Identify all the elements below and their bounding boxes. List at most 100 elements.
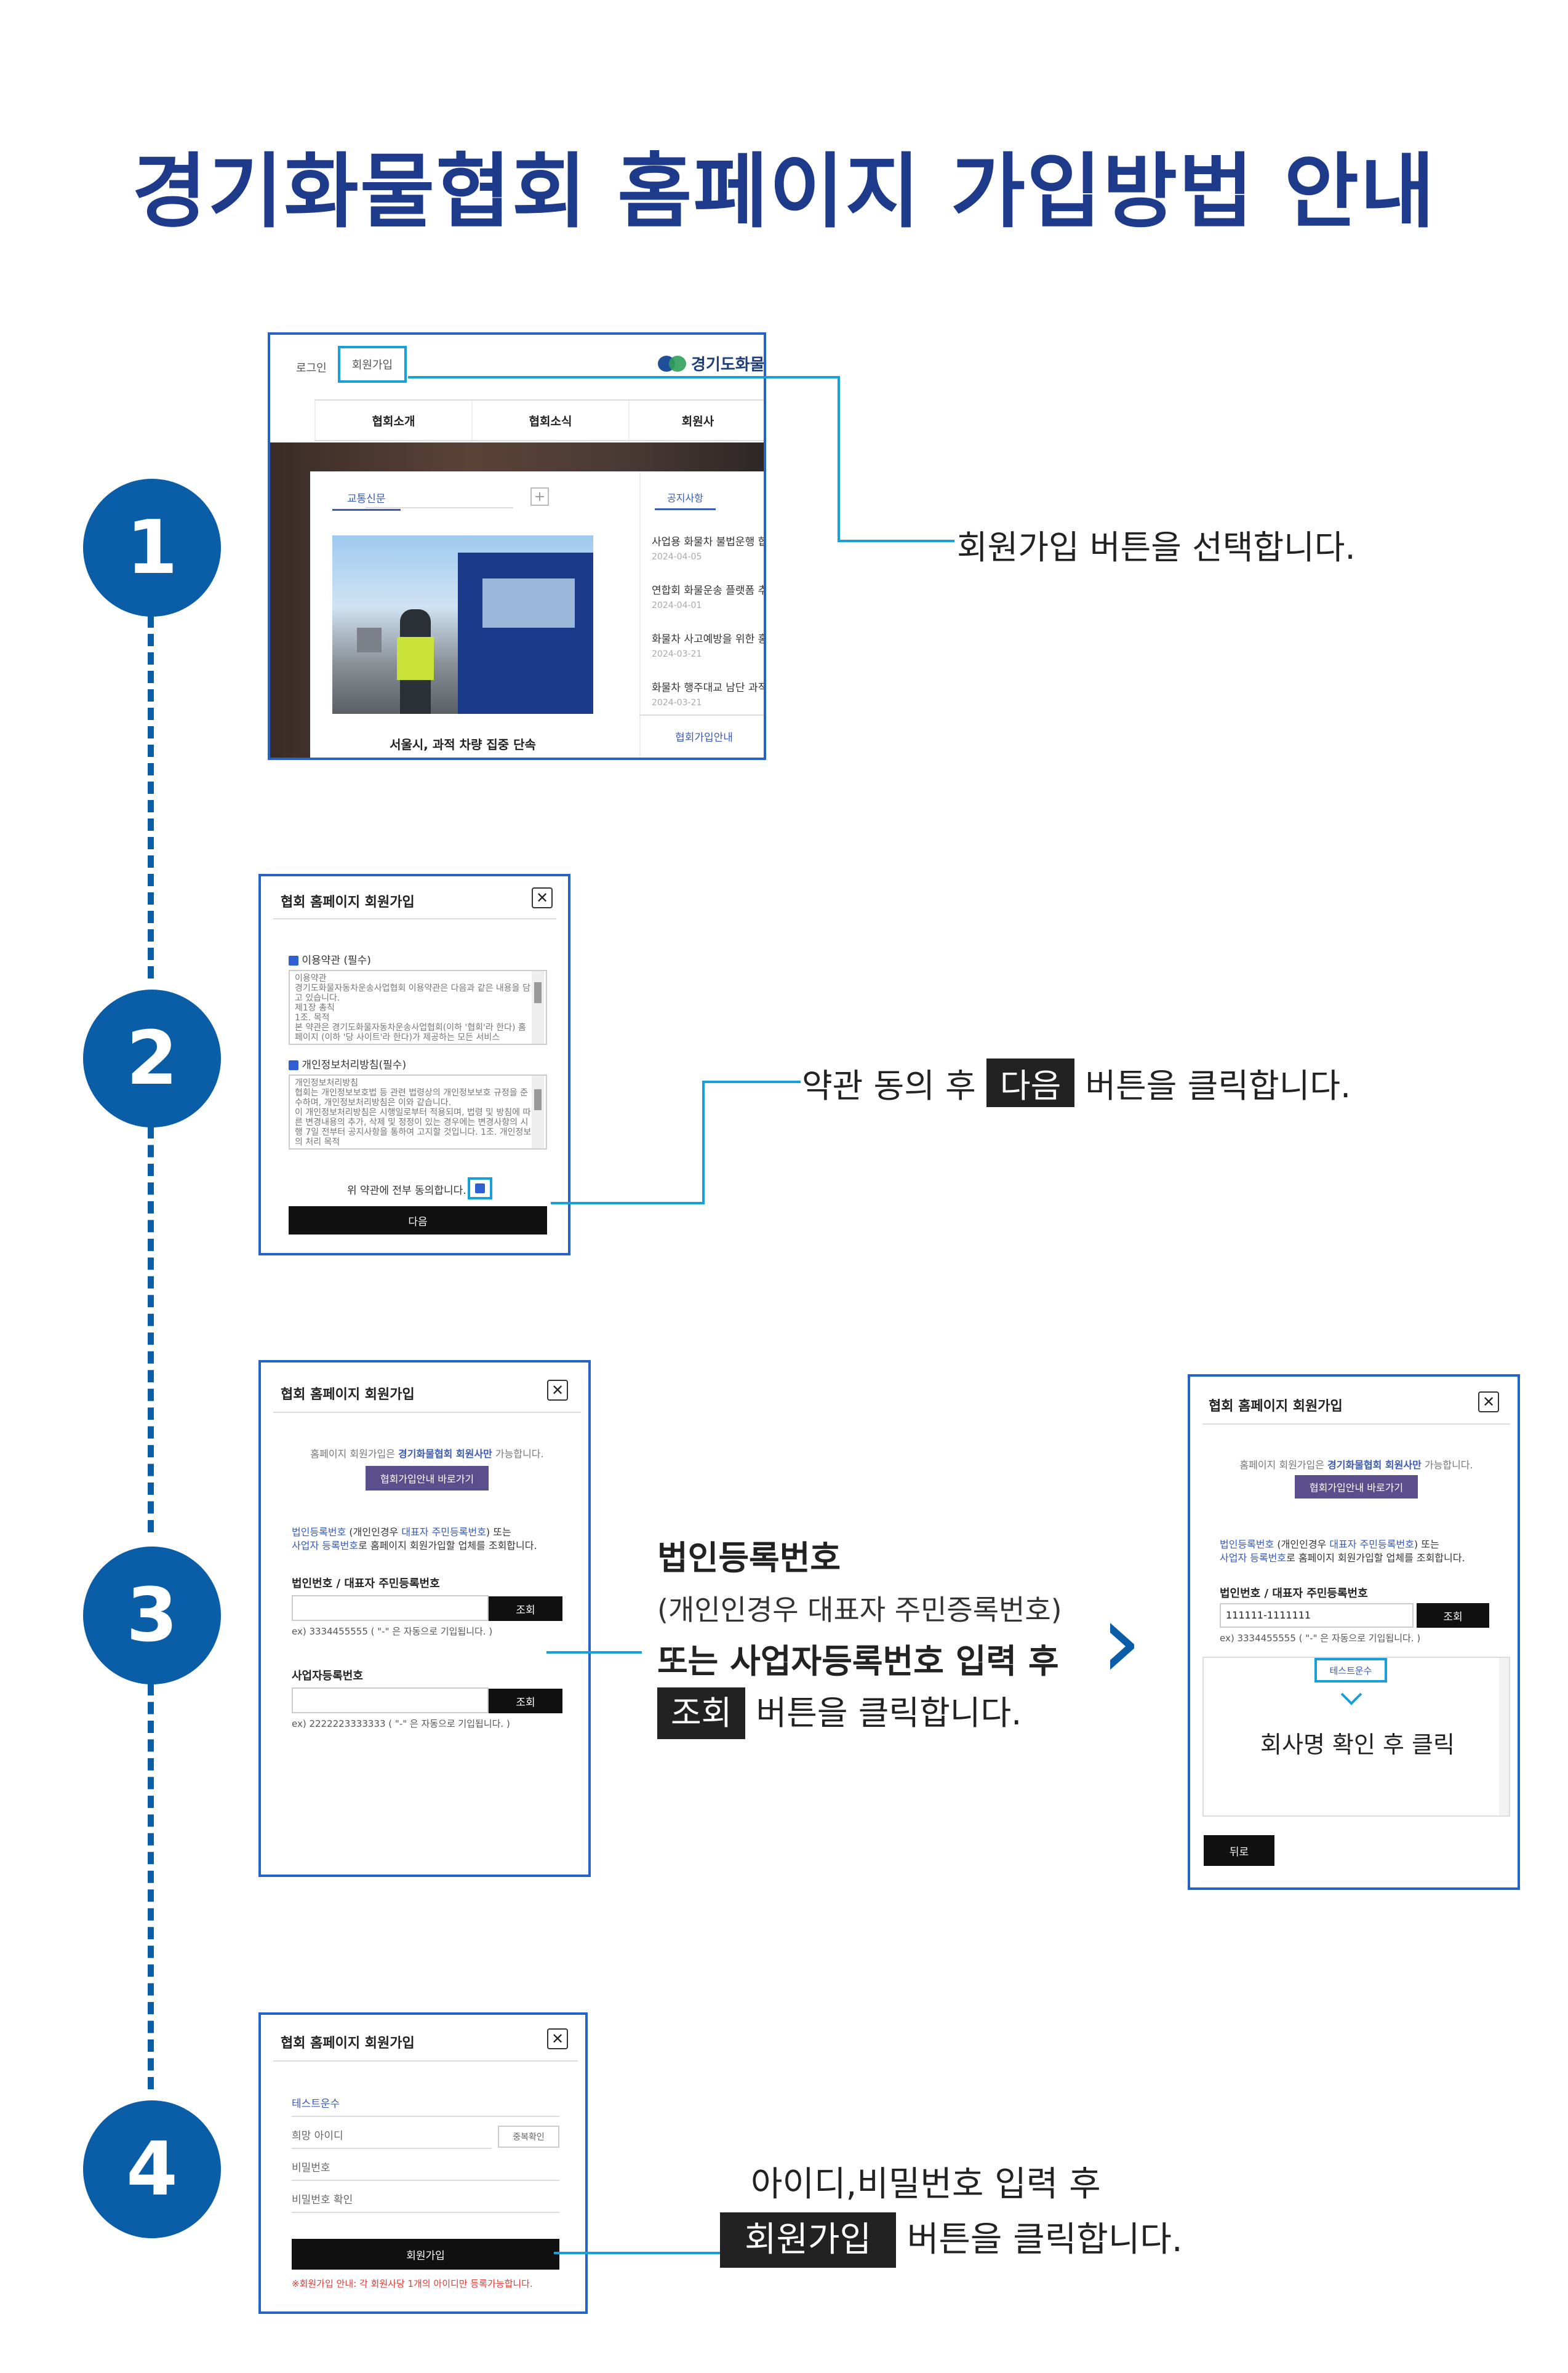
terms-checkbox-row[interactable]: 이용약관 (필수)	[289, 951, 371, 967]
step2-instruction: 약관 동의 후 다음 버튼을 클릭합니다.	[802, 1058, 1351, 1107]
check-icon	[475, 1183, 485, 1193]
duplicate-check-button[interactable]: 중복확인	[498, 2126, 559, 2148]
privacy-label: 개인정보처리방침(필수)	[302, 1059, 407, 1071]
biz-number-example: ex) 2222223333333 ( "-" 은 자동으로 기입됩니다. )	[292, 1718, 510, 1729]
step-3-circle: 3	[83, 1547, 221, 1684]
connector-line	[546, 1651, 642, 1654]
id-input[interactable]: 희망 아이디	[292, 2127, 492, 2149]
step3-instruction-text: 버튼을 클릭합니다.	[745, 1694, 1022, 1732]
privacy-checkbox-row[interactable]: 개인정보처리방침(필수)	[289, 1056, 406, 1071]
step1-instruction: 회원가입 버튼을 선택합니다.	[957, 520, 1356, 569]
timeline-dash-2	[148, 1126, 154, 1532]
step2-instruction-pre: 약관 동의 후	[802, 1066, 986, 1105]
company-name-field: 테스트운수	[292, 2095, 559, 2117]
notice-divider	[639, 714, 764, 716]
step4-instruction: 아이디,비밀번호 입력 후 회원가입 버튼을 클릭합니다.	[720, 2157, 1183, 2268]
join-guide-button[interactable]: 협회가입안내 바로가기	[366, 1466, 489, 1491]
dialog-divider	[273, 1412, 581, 1413]
join-guide-link[interactable]: 협회가입안내	[675, 732, 733, 744]
tab-divider	[366, 507, 513, 508]
back-button[interactable]: 뒤로	[1204, 1835, 1274, 1866]
company-result-item[interactable]: 테스트운수	[1314, 1658, 1387, 1683]
search-button[interactable]: 조회	[1417, 1603, 1489, 1628]
notice-list: 사업용 화물차 불법운행 합 2024-04-05 연합회 화물운송 플랫폼 추…	[652, 533, 766, 708]
logo-text: 경기도화물	[691, 356, 765, 374]
notice-item[interactable]: 화물차 사고예방을 위한 홍 2024-03-21	[652, 633, 766, 659]
result-list: 테스트운수 회사명 확인 후 클릭	[1202, 1657, 1510, 1817]
step3-screenshot: 협회 홈페이지 회원가입 ✕ 홈페이지 회원가입은 경기화물협회 회원사만 가능…	[258, 1360, 591, 1877]
scrollbar[interactable]	[532, 971, 544, 1044]
dialog-title: 협회 홈페이지 회원가입	[1209, 1399, 1343, 1414]
notice-item[interactable]: 화물차 행주대교 남단 과적 2024-03-21	[652, 682, 766, 708]
step3-instruction-line2: (개인인경우 대표자 주민증록번호)	[657, 1593, 1062, 1627]
more-plus-icon[interactable]: +	[530, 487, 549, 506]
dialog-divider	[1202, 1423, 1510, 1425]
nav-item-members[interactable]: 회원사	[628, 401, 764, 440]
check-icon[interactable]	[289, 1060, 298, 1070]
tab-transport-news[interactable]: 교통신문	[332, 490, 401, 511]
step3-instruction-highlight: 조회	[657, 1687, 746, 1739]
dialog-divider	[273, 2060, 578, 2062]
notice-item[interactable]: 연합회 화물운송 플랫폼 추 2024-04-01	[652, 585, 766, 610]
timeline-dash-3	[148, 1683, 154, 2089]
page-title: 경기화물협회 홈페이지 가입방법 안내	[132, 145, 1436, 239]
step-4-circle: 4	[83, 2100, 221, 2238]
step2-instruction-highlight: 다음	[986, 1058, 1075, 1107]
next-button[interactable]: 다음	[289, 1206, 547, 1235]
search-button[interactable]: 조회	[489, 1689, 562, 1713]
connector-line	[551, 1202, 705, 1204]
news-photo[interactable]	[332, 535, 593, 714]
dialog-title: 협회 홈페이지 회원가입	[281, 895, 415, 910]
nav-item-news[interactable]: 협회소식	[471, 401, 628, 440]
news-caption[interactable]: 서울시, 과적 차량 집중 단속	[390, 737, 536, 752]
search-button[interactable]: 조회	[489, 1596, 562, 1621]
member-only-info: 홈페이지 회원가입은 경기화물협회 회원사만 가능합니다.	[310, 1448, 544, 1460]
next-arrow-icon: ›	[1100, 1580, 1142, 1702]
member-only-info: 홈페이지 회원가입은 경기화물협회 회원사만 가능합니다.	[1239, 1459, 1473, 1471]
step1-screenshot: 로그인 회원가입 경기도화물 협회소개 협회소식 회원사 교통신문 +	[268, 332, 766, 760]
signup-link-label: 회원가입	[351, 359, 393, 372]
step3-result-screenshot: 협회 홈페이지 회원가입 ✕ 홈페이지 회원가입은 경기화물협회 회원사만 가능…	[1188, 1374, 1520, 1890]
close-icon[interactable]: ✕	[547, 2028, 568, 2049]
step4-instruction-line1: 아이디,비밀번호 입력 후	[751, 2164, 1101, 2204]
step2-screenshot: 협회 홈페이지 회원가입 ✕ 이용약관 (필수) 이용약관 경기도화물자동차운송…	[258, 874, 570, 1255]
biz-number-input[interactable]	[292, 1687, 489, 1713]
check-icon[interactable]	[289, 956, 298, 966]
scrollbar[interactable]	[532, 1076, 544, 1148]
content-panel: 교통신문 + 서울시, 과적 차량 집중 단속 공지사항 사업용 화물차 불법운…	[310, 471, 766, 758]
terms-textarea[interactable]: 이용약관 경기도화물자동차운송사업협회 이용약관은 다음과 같은 내용을 담고 …	[289, 970, 547, 1045]
step2-instruction-text: 버튼을 클릭합니다.	[1074, 1066, 1351, 1105]
dialog-title: 협회 홈페이지 회원가입	[281, 1387, 415, 1403]
corp-number-input[interactable]: 111111-1111111	[1220, 1603, 1414, 1628]
step4-instruction-text: 버튼을 클릭합니다.	[896, 2220, 1183, 2260]
login-link[interactable]: 로그인	[296, 362, 327, 375]
dialog-title: 협회 홈페이지 회원가입	[281, 2036, 415, 2051]
site-logo[interactable]: 경기도화물	[658, 352, 765, 375]
notice-item[interactable]: 사업용 화물차 불법운행 합 2024-04-05	[652, 536, 766, 562]
connector-line	[408, 376, 839, 378]
nav-item-about[interactable]: 협회소개	[314, 401, 471, 440]
tab-notice[interactable]: 공지사항	[655, 490, 716, 510]
privacy-textarea[interactable]: 개인정보처리방침 협회는 개인정보보호법 등 관련 법령상의 개인정보보호 규정…	[289, 1074, 547, 1150]
close-icon[interactable]: ✕	[1478, 1391, 1499, 1412]
lookup-description: 법인등록번호 (개인인경우 대표자 주민등록번호) 또는 사업자 등록번호로 홈…	[1220, 1539, 1465, 1564]
column-divider	[639, 471, 641, 758]
join-button[interactable]: 회원가입	[292, 2239, 559, 2270]
logo-icon	[658, 355, 686, 372]
agree-all-checkbox[interactable]	[468, 1177, 492, 1199]
close-icon[interactable]: ✕	[547, 1380, 568, 1401]
step-2-circle: 2	[83, 990, 221, 1127]
join-guide-button[interactable]: 협회가입안내 바로가기	[1295, 1475, 1418, 1499]
signup-link[interactable]: 회원가입	[338, 346, 407, 383]
agree-all-label: 위 약관에 전부 동의합니다.	[347, 1185, 466, 1197]
corp-number-input[interactable]	[292, 1595, 489, 1621]
step4-instruction-highlight: 회원가입	[720, 2212, 897, 2268]
dialog-divider	[273, 918, 556, 919]
scrollbar[interactable]	[1499, 1658, 1509, 1815]
password-input[interactable]: 비밀번호	[292, 2159, 559, 2181]
step3-instruction: 법인등록번호 (개인인경우 대표자 주민증록번호) 또는 사업자등록번호 입력 …	[657, 1532, 1062, 1739]
close-icon[interactable]: ✕	[532, 887, 553, 908]
step-1-circle: 1	[83, 479, 221, 617]
password-confirm-input[interactable]: 비밀번호 확인	[292, 2191, 559, 2213]
